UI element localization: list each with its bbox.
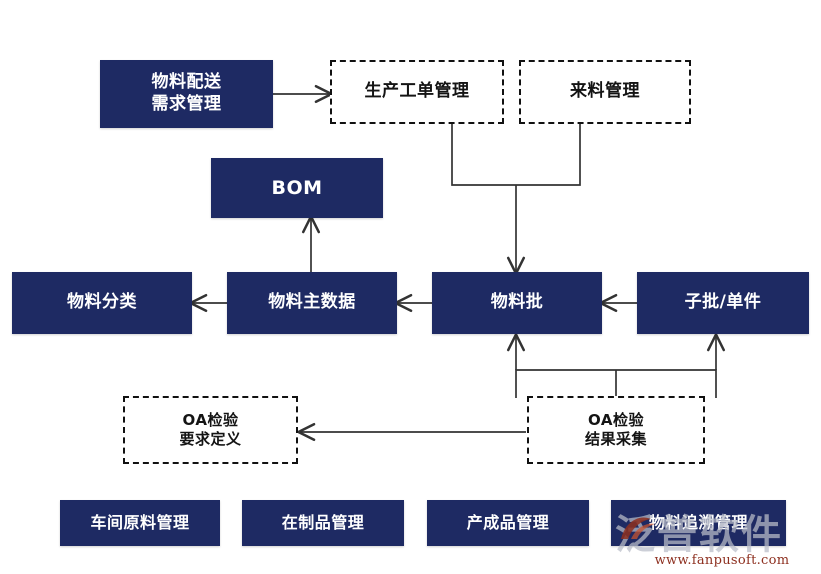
- node-material-traceability[interactable]: 物料追溯管理: [611, 500, 786, 546]
- node-label: 物料主数据: [268, 292, 356, 313]
- node-production-work-order[interactable]: 生产工单管理: [330, 60, 504, 124]
- node-incoming-material[interactable]: 来料管理: [519, 60, 691, 124]
- node-label: 子批/单件: [684, 292, 762, 313]
- node-material-master-data[interactable]: 物料主数据: [227, 272, 397, 334]
- watermark-url: www.fanpusoft.com: [654, 553, 790, 568]
- node-label: 来料管理: [570, 81, 640, 102]
- node-label: 物料追溯管理: [648, 512, 748, 532]
- node-material-delivery-demand[interactable]: 物料配送 需求管理: [100, 60, 273, 128]
- node-label: 物料配送 需求管理: [151, 72, 222, 114]
- node-material-batch[interactable]: 物料批: [432, 272, 602, 334]
- node-finished-goods[interactable]: 产成品管理: [427, 500, 589, 546]
- node-label: OA检验 要求定义: [179, 410, 242, 448]
- edge-oaresult-split: [515, 369, 717, 398]
- node-oa-inspection-result[interactable]: OA检验 结果采集: [527, 396, 705, 464]
- node-wip-management[interactable]: 在制品管理: [242, 500, 404, 546]
- node-label: OA检验 结果采集: [584, 410, 647, 448]
- node-label: 物料批: [490, 292, 544, 313]
- node-workshop-raw-material[interactable]: 车间原料管理: [60, 500, 220, 546]
- node-label: 物料分类: [67, 292, 137, 313]
- node-oa-inspection-requirement[interactable]: OA检验 要求定义: [123, 396, 298, 464]
- node-label: 车间原料管理: [90, 512, 190, 532]
- edge-workorder-merge: [451, 124, 581, 186]
- node-label: 产成品管理: [466, 512, 550, 532]
- node-label: BOM: [271, 176, 323, 199]
- node-label: 在制品管理: [281, 512, 365, 532]
- node-sub-batch-unit[interactable]: 子批/单件: [637, 272, 809, 334]
- node-label: 生产工单管理: [364, 81, 470, 102]
- node-material-category[interactable]: 物料分类: [12, 272, 192, 334]
- node-bom[interactable]: BOM: [211, 158, 383, 218]
